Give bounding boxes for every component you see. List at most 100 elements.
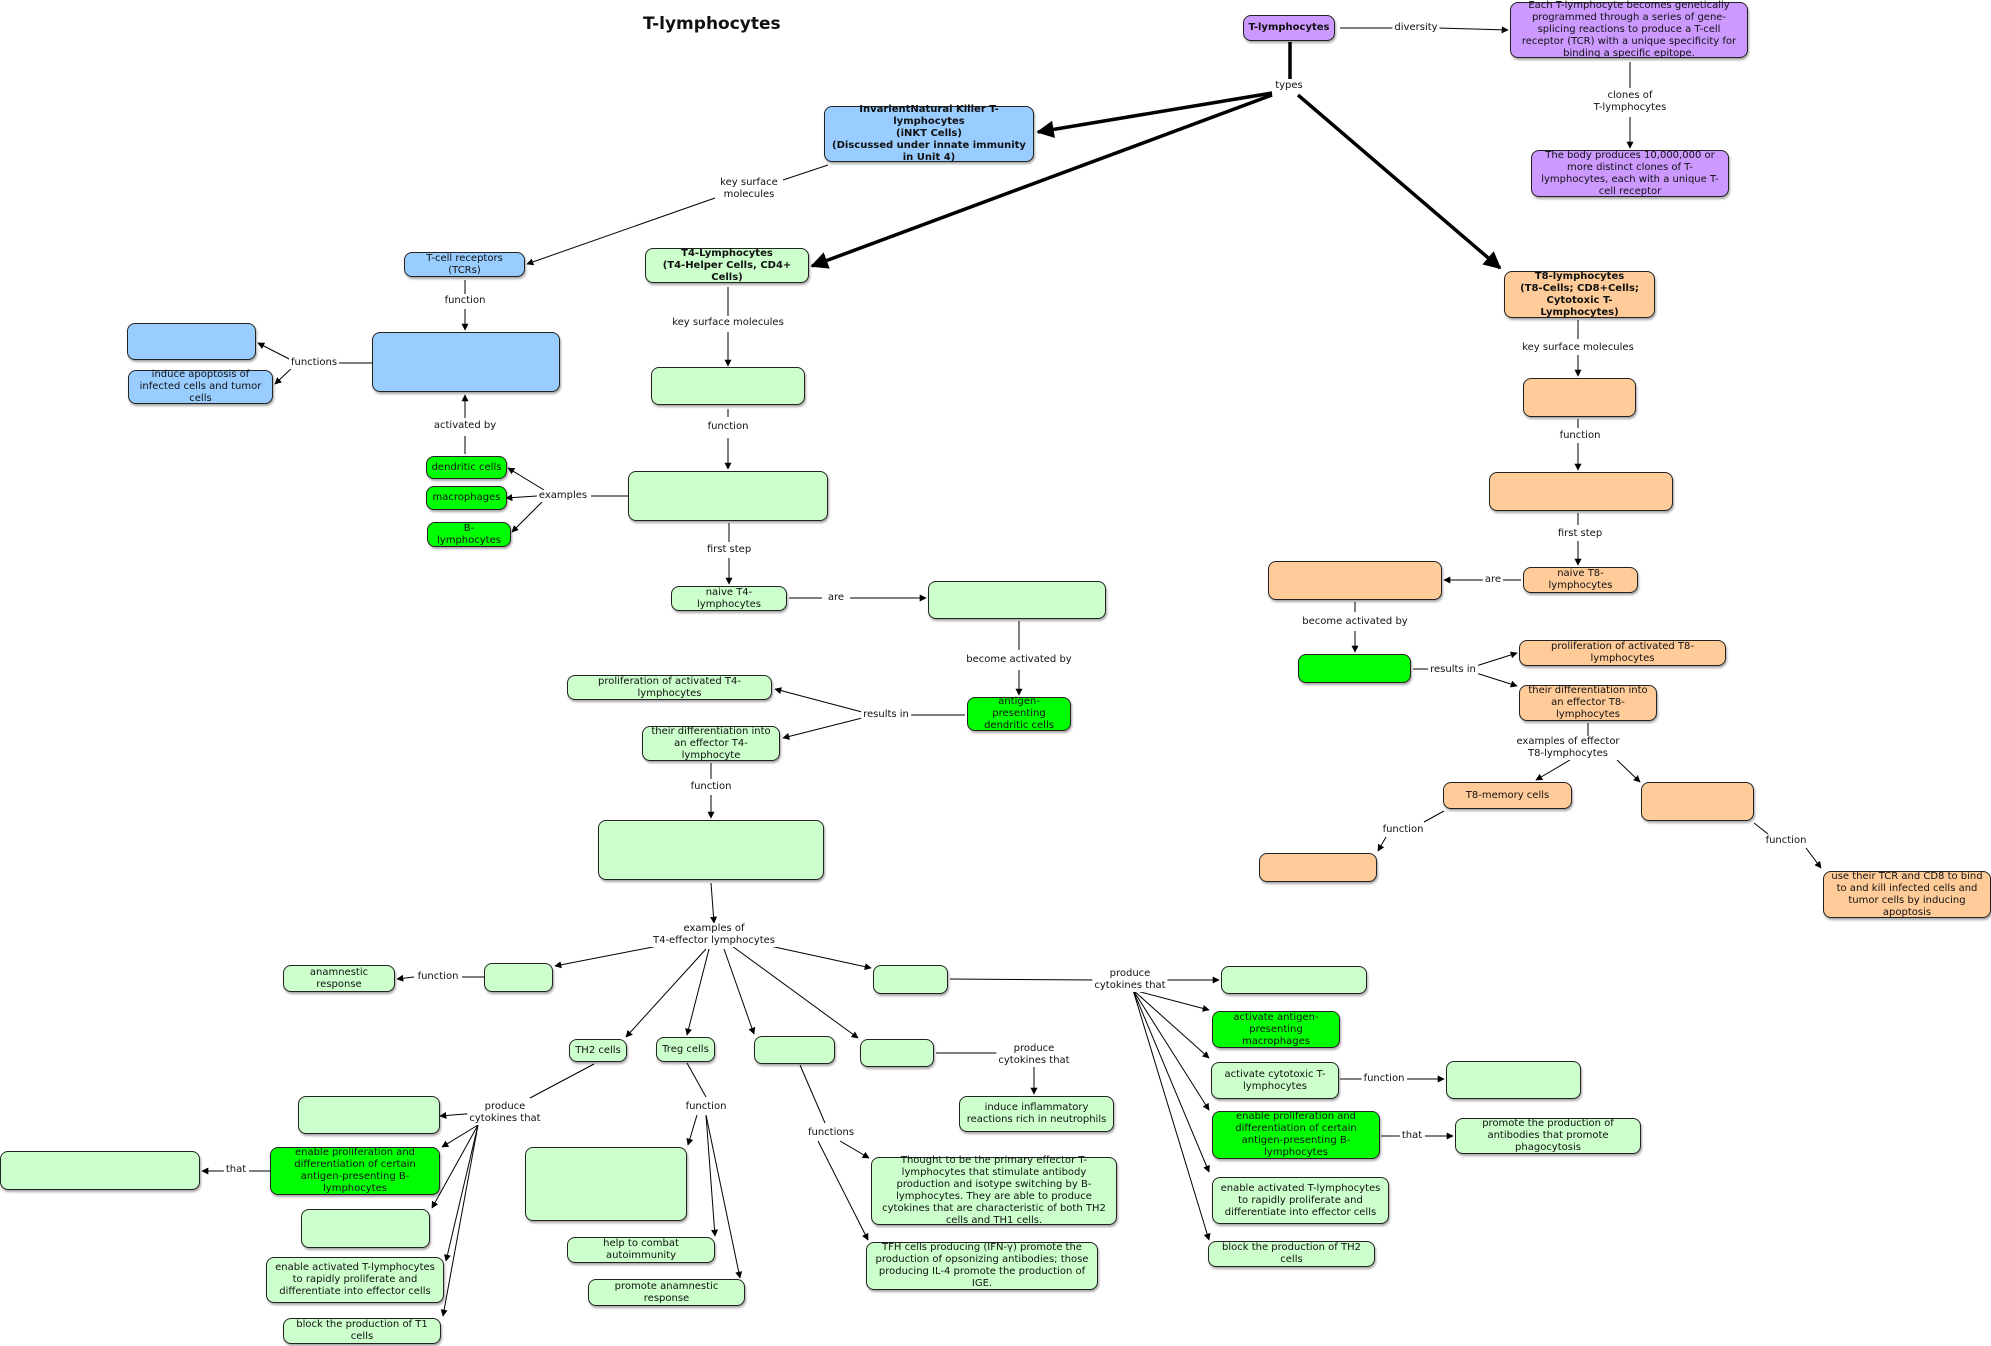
link-label-th2-produce: produce cytokines that [467, 1101, 543, 1125]
node-t8-blank-mol[interactable] [1523, 378, 1636, 417]
node-prolif-t4[interactable]: proliferation of activated T4-lymphocyte… [567, 675, 772, 700]
connector-line [810, 93, 1273, 269]
node-diff-t4[interactable]: their differentiation into an effector T… [642, 726, 780, 761]
link-label-th17-produce: produce cytokines that [996, 1043, 1072, 1067]
node-th2-cyt-blank-b[interactable] [301, 1209, 430, 1248]
node-t8[interactable]: T8-lymphocytes (T8-Cells; CD8+Cells; Cyt… [1504, 271, 1655, 318]
node-activate-ctl[interactable]: activate cytotoxic T-lymphocytes [1211, 1062, 1339, 1099]
node-clones[interactable]: The body produces 10,000,000 or more dis… [1531, 150, 1729, 197]
connector-line [257, 342, 296, 363]
link-label-th2-that: that [223, 1164, 249, 1176]
connector-line [1036, 91, 1273, 139]
node-t4-blank-mol[interactable] [651, 367, 805, 405]
node-inkt-apoptosis[interactable]: induce apoptosis of infected cells and t… [128, 369, 273, 404]
connector-line [1132, 989, 1210, 1012]
connector-line [526, 197, 716, 266]
node-dendritic[interactable]: dendritic cells [426, 456, 507, 479]
node-treg[interactable]: Treg cells [656, 1037, 715, 1062]
node-naive-t8[interactable]: naive T8-lymphocytes [1523, 567, 1638, 593]
connector-line [507, 467, 545, 491]
link-label-inkt-key-surface: key surface molecules [718, 177, 780, 201]
node-tfh-ifn[interactable]: TFH cells producing (IFN-γ) promote the … [866, 1242, 1098, 1290]
link-label-t8-key-surface: key surface molecules [1520, 342, 1636, 354]
link-label-t8-are: are [1482, 574, 1504, 586]
node-tlymph[interactable]: T-lymphocytes [1243, 15, 1335, 41]
node-t8-blank-func[interactable] [1489, 472, 1673, 511]
connector-line [1616, 759, 1641, 783]
node-autoimmunity[interactable]: help to combat autoimmunity [567, 1237, 715, 1263]
node-prolif-t8[interactable]: proliferation of activated T8-lymphocyte… [1519, 640, 1726, 666]
connector-line [431, 1124, 479, 1209]
node-t8-blank-are[interactable] [1268, 561, 1442, 600]
node-tcrs[interactable]: T-cell receptors (TCRs) [404, 252, 525, 277]
node-enable-prolif-b-th1[interactable]: enable proliferation and differentiation… [1212, 1111, 1380, 1159]
node-t8-memory[interactable]: T8-memory cells [1443, 782, 1572, 809]
connector-line [782, 717, 863, 740]
node-tfh-primary[interactable]: Thought to be the primary effector T-lym… [871, 1155, 1117, 1226]
link-label-t4-effector-function: function [688, 781, 734, 793]
link-label-mem-function: function [415, 971, 461, 983]
node-th2-that-blank[interactable] [0, 1151, 200, 1190]
node-macrophages[interactable]: macrophages [426, 486, 507, 510]
node-treg-blank[interactable] [525, 1147, 687, 1221]
link-label-are: are [825, 592, 847, 604]
connector-line [554, 945, 659, 969]
node-tfh-blank[interactable] [754, 1036, 835, 1064]
node-t4[interactable]: T4-Lymphocytes (T4-Helper Cells, CD4+ Ce… [645, 248, 809, 283]
node-blymph[interactable]: B-lymphocytes [427, 522, 511, 547]
node-tcr-specificity[interactable]: Each T-lymphocyte becomes genetically pr… [1510, 0, 1748, 59]
node-naive-t4[interactable]: naive T4-lymphocytes [671, 586, 787, 611]
node-ctl-blank[interactable] [1641, 782, 1754, 821]
node-ctl-func-blank[interactable] [1446, 1061, 1581, 1099]
connector-line [1423, 810, 1445, 823]
connector-line [705, 1114, 743, 1279]
link-label-inkt-function: function [442, 295, 488, 307]
connector-line [782, 164, 829, 181]
node-t4-blank-func[interactable] [628, 471, 828, 521]
connector-line [1753, 822, 1769, 835]
connector-line [1805, 847, 1822, 869]
node-inflammatory[interactable]: induce inflammatory reactions rich in ne… [959, 1096, 1114, 1132]
link-label-activated-by: activated by [431, 420, 499, 432]
node-block-th2[interactable]: block the production of TH2 cells [1208, 1241, 1375, 1267]
node-t8mem-func-blank[interactable] [1259, 853, 1377, 882]
connector-line [511, 501, 543, 533]
node-th1-cyt-blank[interactable] [1221, 966, 1367, 994]
connector-line [799, 1064, 826, 1124]
link-label-types: types [1273, 80, 1305, 92]
node-promote-phago[interactable]: promote the production of antibodies tha… [1455, 1118, 1641, 1154]
node-promote-anamnestic[interactable]: promote anamnestic response [588, 1279, 745, 1306]
connector-line [686, 1114, 698, 1146]
node-enable-prolif-b-th2[interactable]: enable proliferation and differentiation… [270, 1147, 440, 1195]
node-apc-dendritic[interactable]: antigen-presenting dendritic cells [967, 696, 1071, 731]
link-label-t8mem-function: function [1380, 824, 1426, 836]
node-inkt-blank-a[interactable] [127, 323, 256, 360]
link-label-examples-t4-effector: examples of T4-effector lymphocytes [650, 923, 778, 947]
connector-line [949, 978, 1098, 981]
node-th2-cyt-blank-a[interactable] [298, 1096, 440, 1134]
link-label-treg-function: function [683, 1101, 729, 1113]
link-label-results-in: results in [861, 709, 911, 721]
node-inkt-blank-func[interactable] [372, 332, 560, 392]
node-th17-blank[interactable] [860, 1039, 934, 1067]
link-label-become-activated-by: become activated by [964, 654, 1074, 666]
node-th2[interactable]: TH2 cells [569, 1039, 627, 1062]
node-anamnestic[interactable]: anamnestic response [283, 965, 395, 992]
node-t4mem-blank[interactable] [484, 963, 553, 992]
node-t4-blank-are[interactable] [928, 581, 1106, 619]
node-enable-activated-th2[interactable]: enable activated T-lymphocytes to rapidl… [266, 1257, 444, 1303]
node-activate-macro[interactable]: activate antigen-presenting macrophages [1212, 1011, 1340, 1048]
node-diff-t8[interactable]: their differentiation into an effector T… [1519, 685, 1657, 721]
node-t8-blank-activated[interactable] [1298, 654, 1411, 683]
node-enable-activated-th1[interactable]: enable activated T-lymphocytes to rapidl… [1212, 1177, 1389, 1224]
connector-line [1296, 93, 1502, 270]
node-th1-blank[interactable] [873, 965, 948, 994]
connector-line [1475, 672, 1518, 688]
connector-line [686, 1062, 707, 1098]
node-block-t1[interactable]: block the production of T1 cells [283, 1318, 441, 1344]
connector-line [1377, 836, 1387, 852]
node-ctl-kill[interactable]: use their TCR and CD8 to bind to and kil… [1823, 871, 1991, 918]
node-t4-blank-effector-func[interactable] [598, 820, 824, 880]
link-label-inkt-functions: functions [288, 357, 340, 369]
node-inkt[interactable]: InvarientNatural Killer T-lymphocytes (i… [824, 104, 1034, 163]
